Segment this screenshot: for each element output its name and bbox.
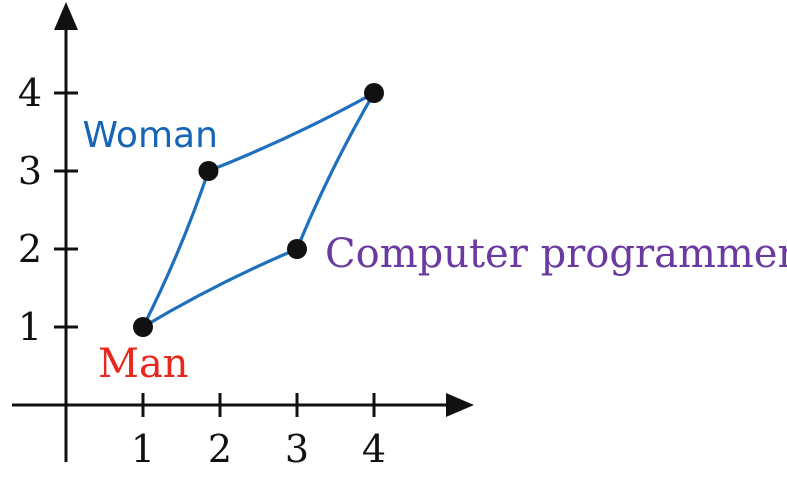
x-tick-label: 4 [362, 427, 386, 471]
points-group [133, 83, 384, 337]
data-point [287, 239, 307, 259]
y-tick-label: 1 [18, 305, 42, 349]
y-tick-label: 2 [18, 227, 42, 271]
data-point [364, 83, 384, 103]
point-label-woman: Woman [82, 115, 217, 156]
point-label-computer-programmer: Computer programmer [325, 231, 787, 277]
y-tick-label: 3 [18, 149, 42, 193]
x-tick-label: 3 [285, 427, 309, 471]
x-tick-label: 1 [131, 427, 155, 471]
x-axis-arrow [446, 393, 474, 417]
point-label-man: Man [98, 341, 189, 387]
ticks: 1 2 3 4 1 2 3 4 [18, 71, 386, 471]
x-tick-label: 2 [208, 427, 232, 471]
y-tick-label: 4 [18, 71, 42, 115]
y-axis-arrow [54, 2, 78, 30]
data-point [198, 161, 219, 181]
data-point [133, 317, 153, 337]
